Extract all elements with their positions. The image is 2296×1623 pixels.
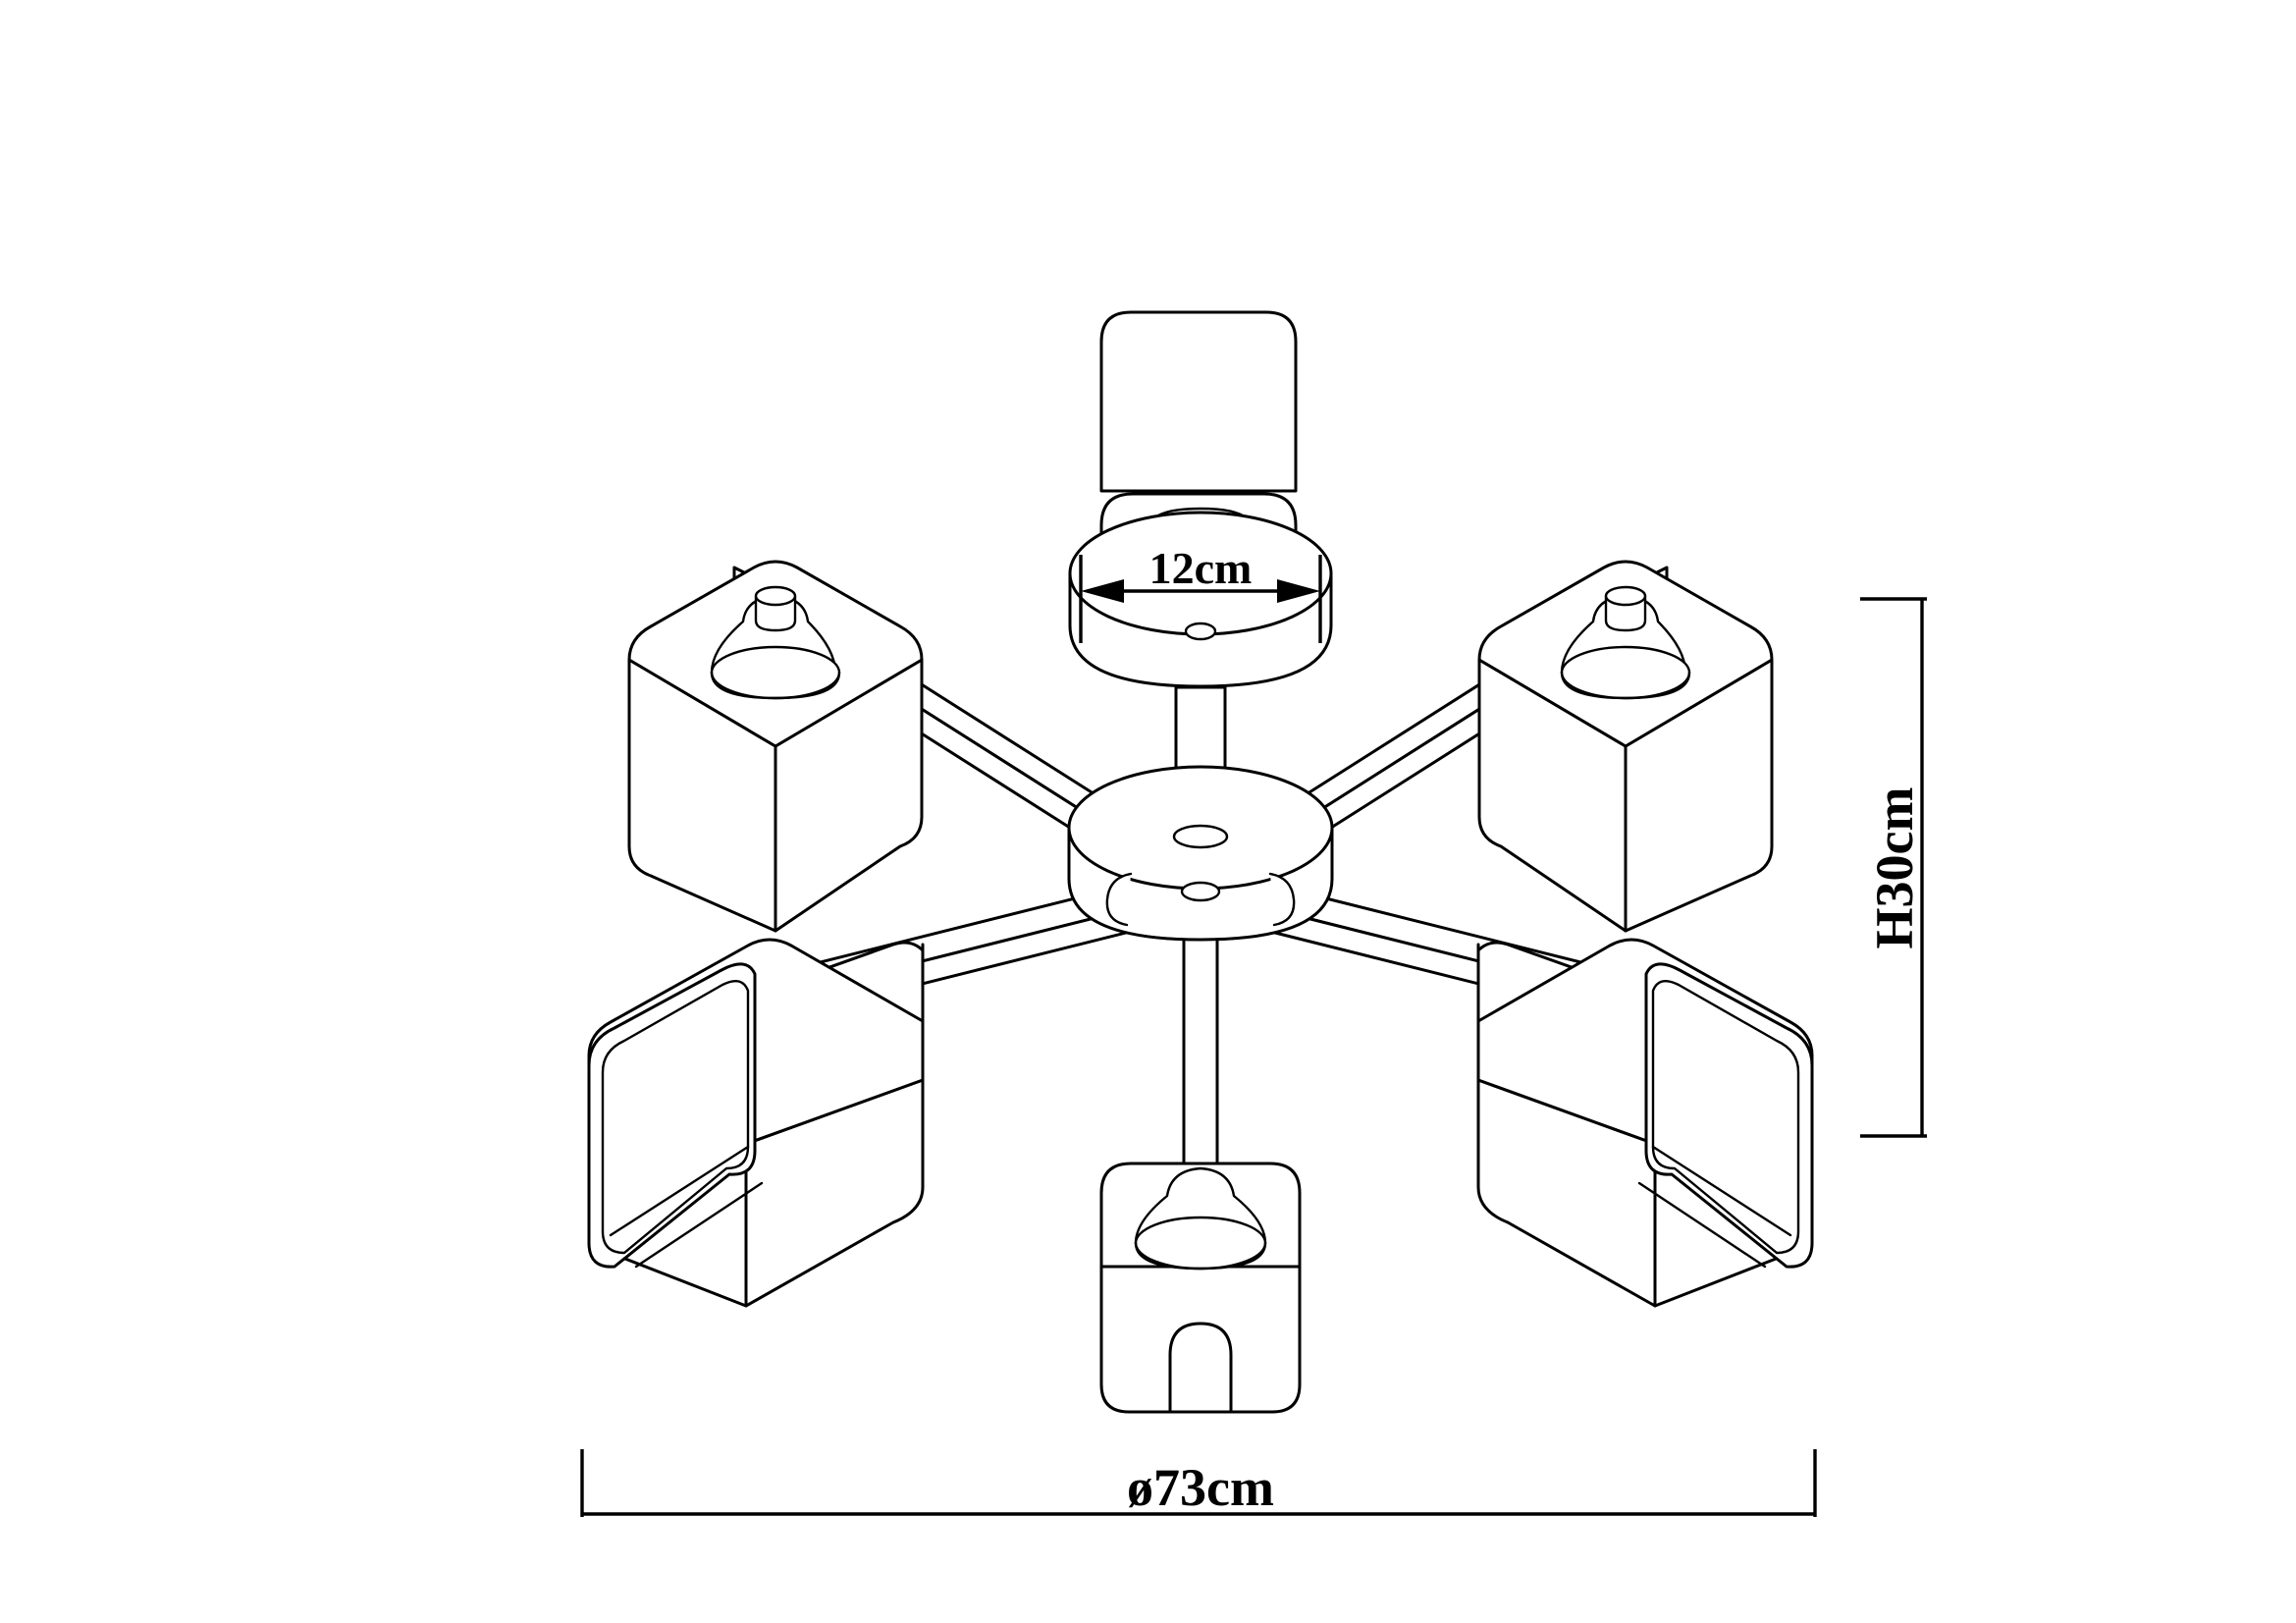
dimension-overall-diameter: ø73cm <box>580 1449 1817 1517</box>
dimension-canopy-diameter: 12cm <box>1079 543 1322 643</box>
shade-ll-right-face <box>744 1078 925 1308</box>
shade-ul-right-face <box>774 658 924 933</box>
holder-ul-neck-top <box>754 585 797 607</box>
canopy-screw-hole <box>1184 622 1217 641</box>
hub-socket-lower-right <box>1268 872 1296 927</box>
holder-fb-base-ellipse <box>1134 1216 1267 1271</box>
hub-stem-socket <box>1172 824 1229 849</box>
holder-ur-neck-top <box>1604 585 1647 607</box>
shade-ll-interior-line-b <box>634 1181 764 1269</box>
shade-ur-left-face <box>1477 658 1628 933</box>
shade-lr-rim-outer <box>1644 962 1814 1269</box>
shade-top-background <box>1099 310 1298 493</box>
center-hub <box>1067 765 1334 942</box>
hub-bottom-edge <box>1067 877 1334 942</box>
hub-socket-lower-left <box>1105 872 1133 927</box>
holder-ul-base-ellipse <box>710 645 841 700</box>
hub-front-rod-socket <box>1180 881 1221 902</box>
dimension-overall-height: H30cm <box>1860 597 1927 1138</box>
shade-lower-left <box>587 938 925 1308</box>
shade-lr-left-face <box>1476 1078 1657 1308</box>
holder-ul-base-rim <box>710 671 841 700</box>
shade-lr-interior-line-a <box>1651 1145 1792 1237</box>
shade-lr-interior-line-b <box>1637 1181 1767 1269</box>
shade-upper-right <box>1477 560 1774 933</box>
shade-fb-body <box>1099 1265 1302 1414</box>
dim-label-canopy-diameter: 12cm <box>1149 543 1253 593</box>
shade-lower-right <box>1476 938 1814 1308</box>
holder-fb-base-rim <box>1134 1241 1267 1271</box>
shade-ul-left-face <box>627 658 777 933</box>
holder-ur-base-ellipse <box>1560 645 1691 700</box>
dim-label-overall-height: H30cm <box>1865 787 1924 949</box>
shade-ll-rim-outer <box>587 962 757 1269</box>
shade-ll-interior-line-a <box>609 1145 750 1237</box>
shade-ur-right-face <box>1624 658 1774 933</box>
dim-arrowhead-right-12cm <box>1277 579 1320 603</box>
canopy-group <box>1068 492 1333 688</box>
shade-upper-left <box>627 560 924 933</box>
dim-label-overall-diameter: ø73cm <box>1127 1458 1274 1517</box>
holder-ur-base-rim <box>1560 671 1691 700</box>
dim-arrowhead-left-12cm <box>1081 579 1124 603</box>
shade-front-bottom <box>1099 1162 1302 1414</box>
shade-fb-arch-detail <box>1168 1322 1233 1414</box>
